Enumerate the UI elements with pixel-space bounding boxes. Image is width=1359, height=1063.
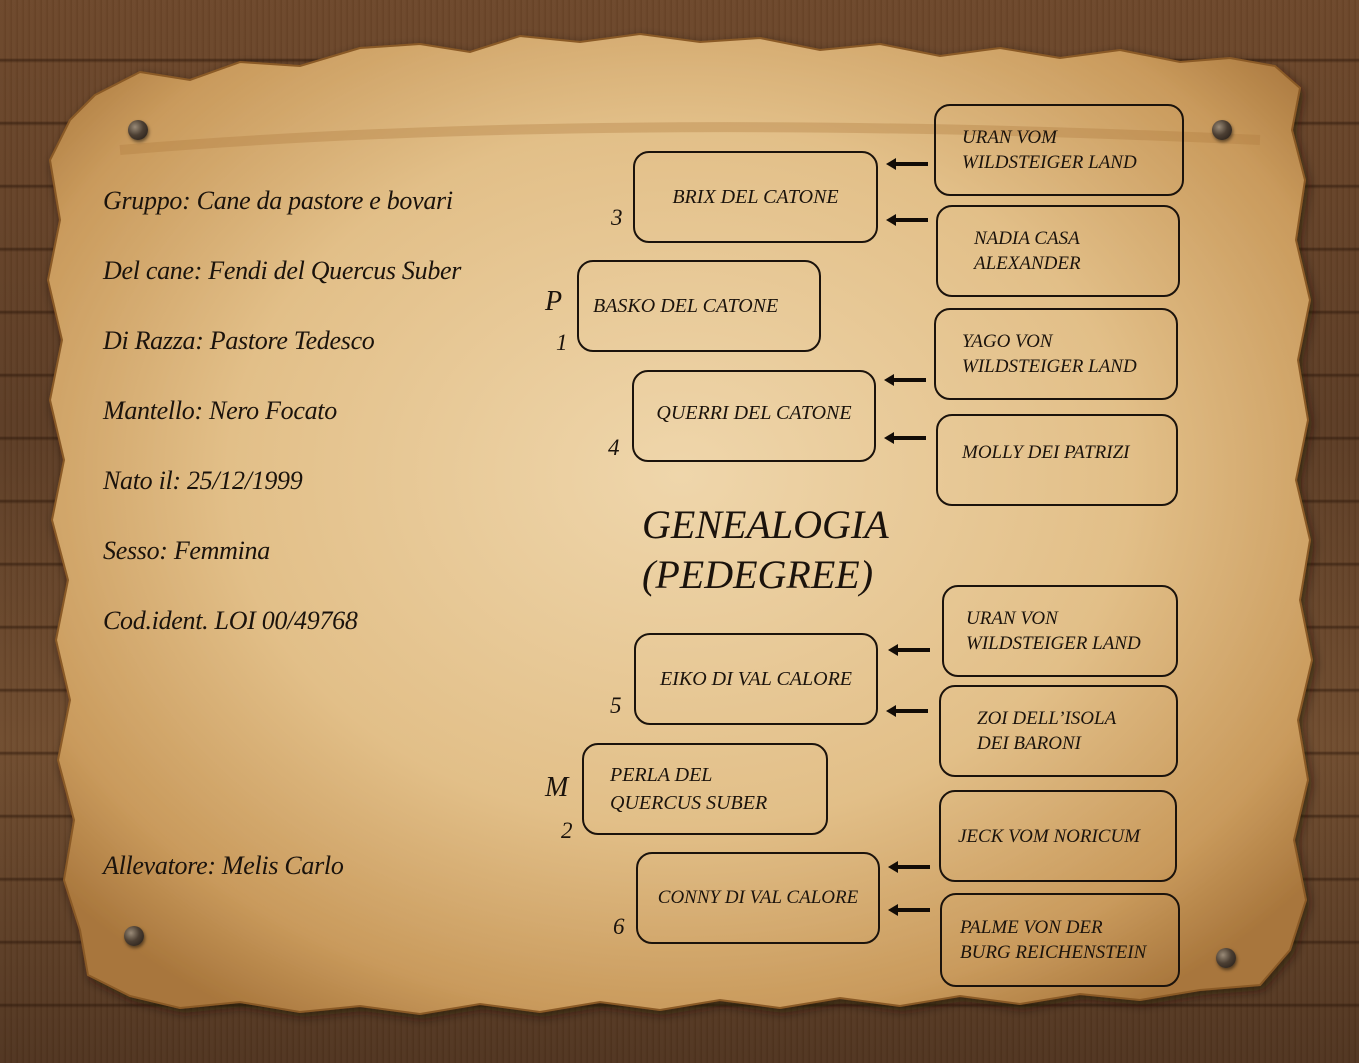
arrow-left-icon: [888, 861, 930, 873]
grandparent-3-name: BRIX DEL CATONE: [672, 186, 839, 208]
arrow-left-icon: [886, 705, 928, 717]
id-code-text: Cod.ident. LOI 00/49768: [103, 606, 358, 635]
grandparent-4-box: QUERRI DEL CATONE: [632, 370, 876, 462]
father-letter: P: [545, 286, 563, 317]
arrow-left-icon: [884, 374, 926, 386]
nail-top-right: [1212, 120, 1232, 140]
great-grandparent-3-box: YAGO VON WILDSTEIGER LAND: [934, 308, 1178, 400]
great-grandparent-2-name: NADIA CASA ALEXANDER: [974, 228, 1081, 274]
birth-date-text: Nato il: 25/12/1999: [103, 466, 303, 495]
mother-box: PERLA DEL QUERCUS SUBER: [582, 743, 828, 835]
grandparent-6-box: CONNY DI VAL CALORE: [636, 852, 880, 944]
gruppo-text: Gruppo: Cane da pastore e bovari: [103, 186, 453, 215]
mother-letter: M: [545, 772, 569, 803]
sex-text: Sesso: Femmina: [103, 536, 270, 565]
great-grandparent-8-box: PALME VON DER BURG REICHENSTEIN: [940, 893, 1180, 987]
arrow-left-icon: [886, 158, 928, 170]
father-box: BASKO DEL CATONE: [577, 260, 821, 352]
great-grandparent-5-box: URAN VON WILDSTEIGER LAND: [942, 585, 1178, 677]
dog-name-text: Del cane: Fendi del Quercus Suber: [103, 256, 462, 285]
breed-text: Di Razza: Pastore Tedesco: [103, 326, 375, 355]
arrow-left-icon: [886, 214, 928, 226]
great-grandparent-6-box: ZOI DELL’ISOLA DEI BARONI: [939, 685, 1178, 777]
great-grandparent-1-name: URAN VOM WILDSTEIGER LAND: [962, 127, 1137, 173]
great-grandparent-7-name: JECK VOM NORICUM: [958, 826, 1141, 847]
grandparent-5-number: 5: [610, 693, 622, 718]
nail-top-left: [128, 120, 148, 140]
great-grandparent-8-name: PALME VON DER BURG REICHENSTEIN: [960, 917, 1147, 963]
grandparent-6-number: 6: [613, 914, 625, 939]
father-name: BASKO DEL CATONE: [593, 295, 779, 317]
mother-name: PERLA DEL QUERCUS SUBER: [610, 764, 768, 814]
grandparent-4-name: QUERRI DEL CATONE: [656, 402, 852, 424]
great-grandparent-4-box: MOLLY DEI PATRIZI: [936, 414, 1178, 506]
arrow-left-icon: [888, 904, 930, 916]
nail-bottom-left: [124, 926, 144, 946]
breeder-text: Allevatore: Melis Carlo: [103, 851, 344, 880]
pedigree-title-line1: GENEALOGIA: [642, 502, 889, 547]
great-grandparent-6-name: ZOI DELL’ISOLA DEI BARONI: [977, 708, 1117, 754]
great-grandparent-2-box: NADIA CASA ALEXANDER: [936, 205, 1180, 297]
grandparent-4-number: 4: [608, 435, 620, 460]
father-number: 1: [556, 330, 568, 355]
pedigree-title-line2: (PEDEGREE): [642, 552, 874, 597]
grandparent-3-box: BRIX DEL CATONE: [633, 151, 878, 243]
pedigree-title: GENEALOGIA (PEDEGREE): [642, 500, 889, 600]
mother-number: 2: [561, 818, 573, 843]
arrow-left-icon: [888, 644, 930, 656]
nail-bottom-right: [1216, 948, 1236, 968]
great-grandparent-4-name: MOLLY DEI PATRIZI: [962, 442, 1130, 463]
great-grandparent-3-name: YAGO VON WILDSTEIGER LAND: [962, 331, 1137, 377]
grandparent-3-number: 3: [611, 205, 623, 230]
grandparent-5-box: EIKO DI VAL CALORE: [634, 633, 878, 725]
grandparent-6-name: CONNY DI VAL CALORE: [657, 887, 859, 908]
grandparent-5-name: EIKO DI VAL CALORE: [659, 668, 853, 690]
coat-text: Mantello: Nero Focato: [103, 396, 337, 425]
arrow-left-icon: [884, 432, 926, 444]
great-grandparent-5-name: URAN VON WILDSTEIGER LAND: [966, 608, 1141, 654]
great-grandparent-7-box: JECK VOM NORICUM: [939, 790, 1177, 882]
great-grandparent-1-box: URAN VOM WILDSTEIGER LAND: [934, 104, 1184, 196]
